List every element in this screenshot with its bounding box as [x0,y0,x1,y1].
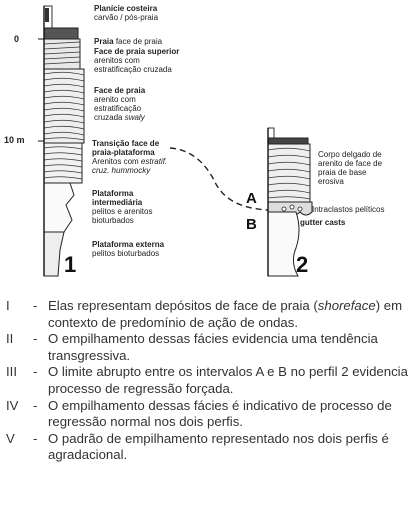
statement-text: O empilhamento dessas fácies evidencia u… [48,331,378,363]
tick-0-label: 0 [14,34,20,44]
statement-text: O limite abrupto entre os intervalos A e… [48,364,408,396]
stratigraphic-profiles-figure: 0 10 m Planície costeira carvão / pós-pr… [4,4,385,277]
statement-item: I-Elas representam depósitos de face de … [6,298,403,330]
gutter-casts-label: gutter casts [300,218,346,227]
statement-text: O empilhamento dessas fácies é indicativ… [48,397,392,430]
profile-2-column [267,127,313,277]
statement-text: O padrão de empilhamento representado no… [48,430,389,463]
tick-10m-label: 10 m [4,135,25,145]
statement-item: II-O empilhamento dessas fácies evidenci… [6,331,378,363]
profile-2-description: Corpo delgado de arenito de face de prai… [318,150,383,186]
facies-coastal-plain: Planície costeira carvão / pós-praia [94,4,159,22]
intraclasts-label: Intraclastos pelíticos [312,205,385,214]
statement-number: II [6,331,14,347]
facies-upper-shoreface: Face de praia superior arenitos com estr… [94,47,180,74]
statement-text-end: ) em contexto de predomínio de ação de o… [48,298,403,330]
statement-number: IV [6,397,19,413]
statement-number: I [6,298,10,313]
statement-item: IV-O empilhamento dessas fácies é indica… [6,397,392,430]
correlation-dashed-line [169,147,269,211]
profile-1-number: 1 [64,252,77,277]
facies-intermediate-shelf: Plataforma intermediária pelitos e areni… [92,189,153,225]
profiles-drawing [38,5,313,277]
profile-1-column [38,5,85,277]
statement-item: V-O padrão de empilhamento representado … [6,430,389,463]
statement-item: III-O limite abrupto entre os intervalos… [6,364,408,396]
statement-italic: shoreface [317,298,376,313]
statement-text: Elas representam depósitos de face de pr… [48,298,318,313]
facies-beach: Praia face de praia [94,37,163,46]
facies-outer-shelf: Plataforma externa pelitos bioturbados [92,240,165,258]
facies-shoreface: Face de praia arenito com estratificação… [94,86,146,122]
statements-list: I-Elas representam depósitos de face de … [0,298,420,464]
statement-number: V [6,430,15,446]
statement-number: III [6,364,17,380]
profile-2-number: 2 [296,252,309,277]
interval-a-label: A [246,190,257,207]
facies-transition: Transição face de praia-plataforma Areni… [92,139,168,175]
interval-b-label: B [246,216,257,233]
